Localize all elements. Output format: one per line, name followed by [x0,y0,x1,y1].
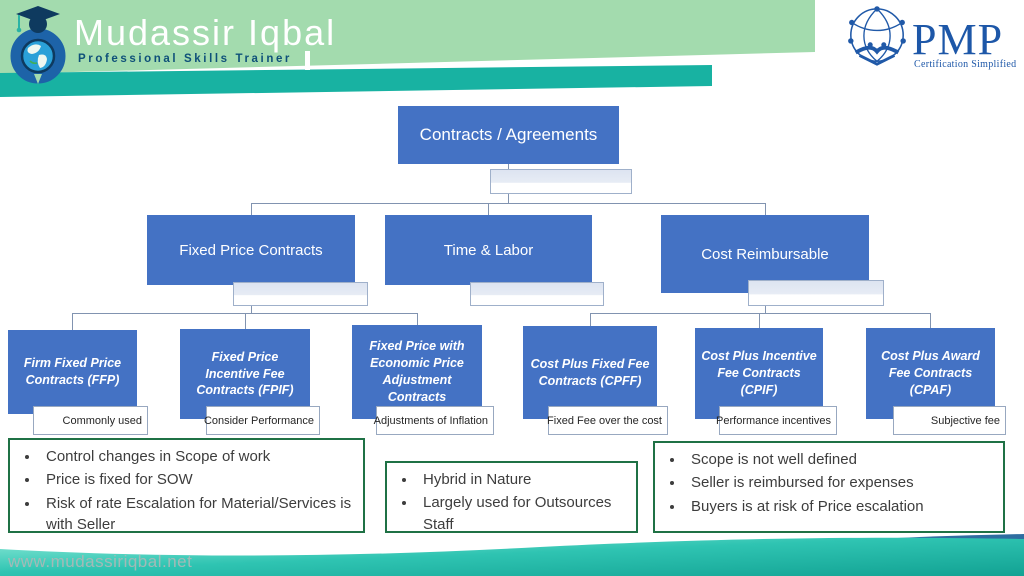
node-cpff: Cost Plus Fixed Fee Contracts (CPFF) [523,326,657,419]
website-link[interactable]: www.mudassiriqbal.net [8,552,193,571]
brand-tagline: Professional Skills Trainer [78,53,293,65]
note-bullet: Control changes in Scope of work [40,446,363,467]
tag-subjective-fee: Subjective fee [893,406,1006,435]
note-time-labor: Hybrid in Nature Largely used for Outsou… [385,461,638,533]
tag-commonly-used: Commonly used [33,406,148,435]
node-ffp: Firm Fixed Price Contracts (FFP) [8,330,137,414]
pmp-logo: PMP Certification Simplified [840,6,1022,72]
connector [72,313,73,330]
connector [759,313,760,329]
node-contracts-agreements: Contracts / Agreements [398,106,619,164]
footer-wave [0,534,1024,576]
note-bullet: Buyers is at risk of Price escalation [685,496,1003,517]
connector [488,203,489,215]
node-cpaf: Cost Plus Award Fee Contracts (CPAF) [866,328,995,419]
node-fp-epa: Fixed Price with Economic Price Adjustme… [352,325,482,419]
connector [251,203,252,215]
logo-cursor-bar [305,51,310,70]
tag-adjustments-of-inflation: Adjustments of Inflation [374,406,494,435]
pmp-network-icon [848,6,906,66]
connector [930,313,931,329]
connector [417,313,418,326]
connector [765,203,766,215]
connector [251,203,765,204]
node-time-and-labor: Time & Labor [385,215,592,285]
graduate-globe-icon [10,6,66,84]
connector [590,313,591,327]
note-bullet: Price is fixed for SOW [40,469,363,490]
tag-consider-performance: Consider Performance [204,406,320,435]
note-bullet: Largely used for Outsources Staff [417,492,636,535]
tag-fixed-fee-over-cost: Fixed Fee over the cost [547,406,668,435]
note-bullet: Hybrid in Nature [417,469,636,490]
pmp-title: PMP [912,15,1004,64]
placeholder-box [233,282,368,306]
note-bullet: Risk of rate Escalation for Material/Ser… [40,493,363,536]
tag-performance-incentives: Performance incentives [716,406,837,435]
placeholder-box [470,282,604,306]
connector [590,313,931,314]
node-fixed-price-contracts: Fixed Price Contracts [147,215,355,285]
node-cpif: Cost Plus Incentive Fee Contracts (CPIF) [695,328,823,419]
note-bullet: Scope is not well defined [685,449,1003,470]
node-fpif: Fixed Price Incentive Fee Contracts (FPI… [180,329,310,419]
connector [245,313,246,330]
note-cost-reimbursable: Scope is not well defined Seller is reim… [653,441,1005,533]
brand-name: Mudassir Iqbal [74,12,337,53]
note-fixed-price: Control changes in Scope of work Price i… [8,438,365,533]
connector [72,313,417,314]
placeholder-box [748,280,884,306]
note-bullet: Seller is reimbursed for expenses [685,472,1003,493]
pmp-subtitle: Certification Simplified [914,59,1017,70]
placeholder-box [490,169,632,194]
